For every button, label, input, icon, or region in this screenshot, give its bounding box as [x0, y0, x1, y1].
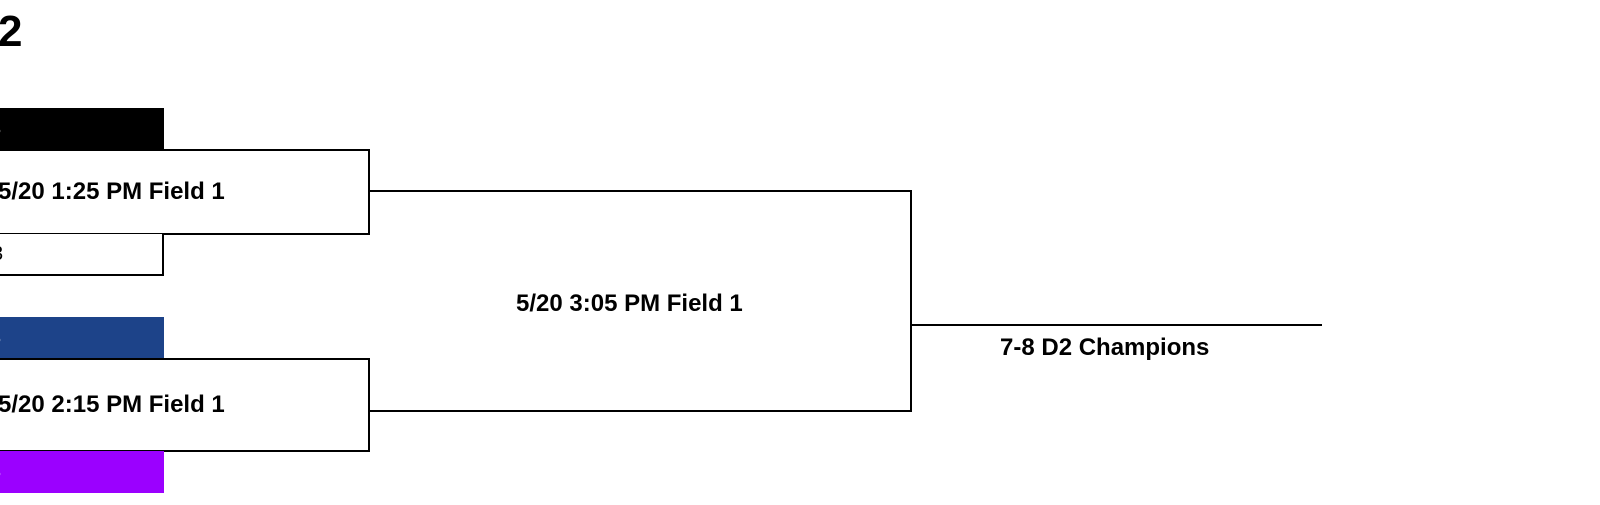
connector-vertical: [910, 190, 912, 412]
seed-4-label: 3: [0, 461, 1, 483]
champion-label: 7-8 D2 Champions: [1000, 334, 1210, 361]
seed-2-label: 3: [0, 243, 3, 265]
game-2-box: 5/20 2:15 PM Field 1: [0, 358, 370, 452]
connector-game-2: [370, 410, 912, 412]
seed-3-label: 3: [0, 327, 1, 349]
seed-1-label: 3: [0, 118, 1, 140]
final-game-label: 5/20 3:05 PM Field 1: [516, 290, 743, 317]
seed-1: 3: [0, 108, 164, 150]
seed-3: 3: [0, 317, 164, 359]
bracket-title: 2: [0, 7, 23, 56]
connector-game-1: [370, 190, 912, 192]
seed-4: 3: [0, 451, 164, 493]
connector-champion: [910, 324, 1322, 326]
seed-2: 3: [0, 234, 164, 276]
game-1-label: 5/20 1:25 PM Field 1: [0, 178, 225, 205]
game-2-label: 5/20 2:15 PM Field 1: [0, 391, 225, 418]
game-1-box: 5/20 1:25 PM Field 1: [0, 149, 370, 235]
